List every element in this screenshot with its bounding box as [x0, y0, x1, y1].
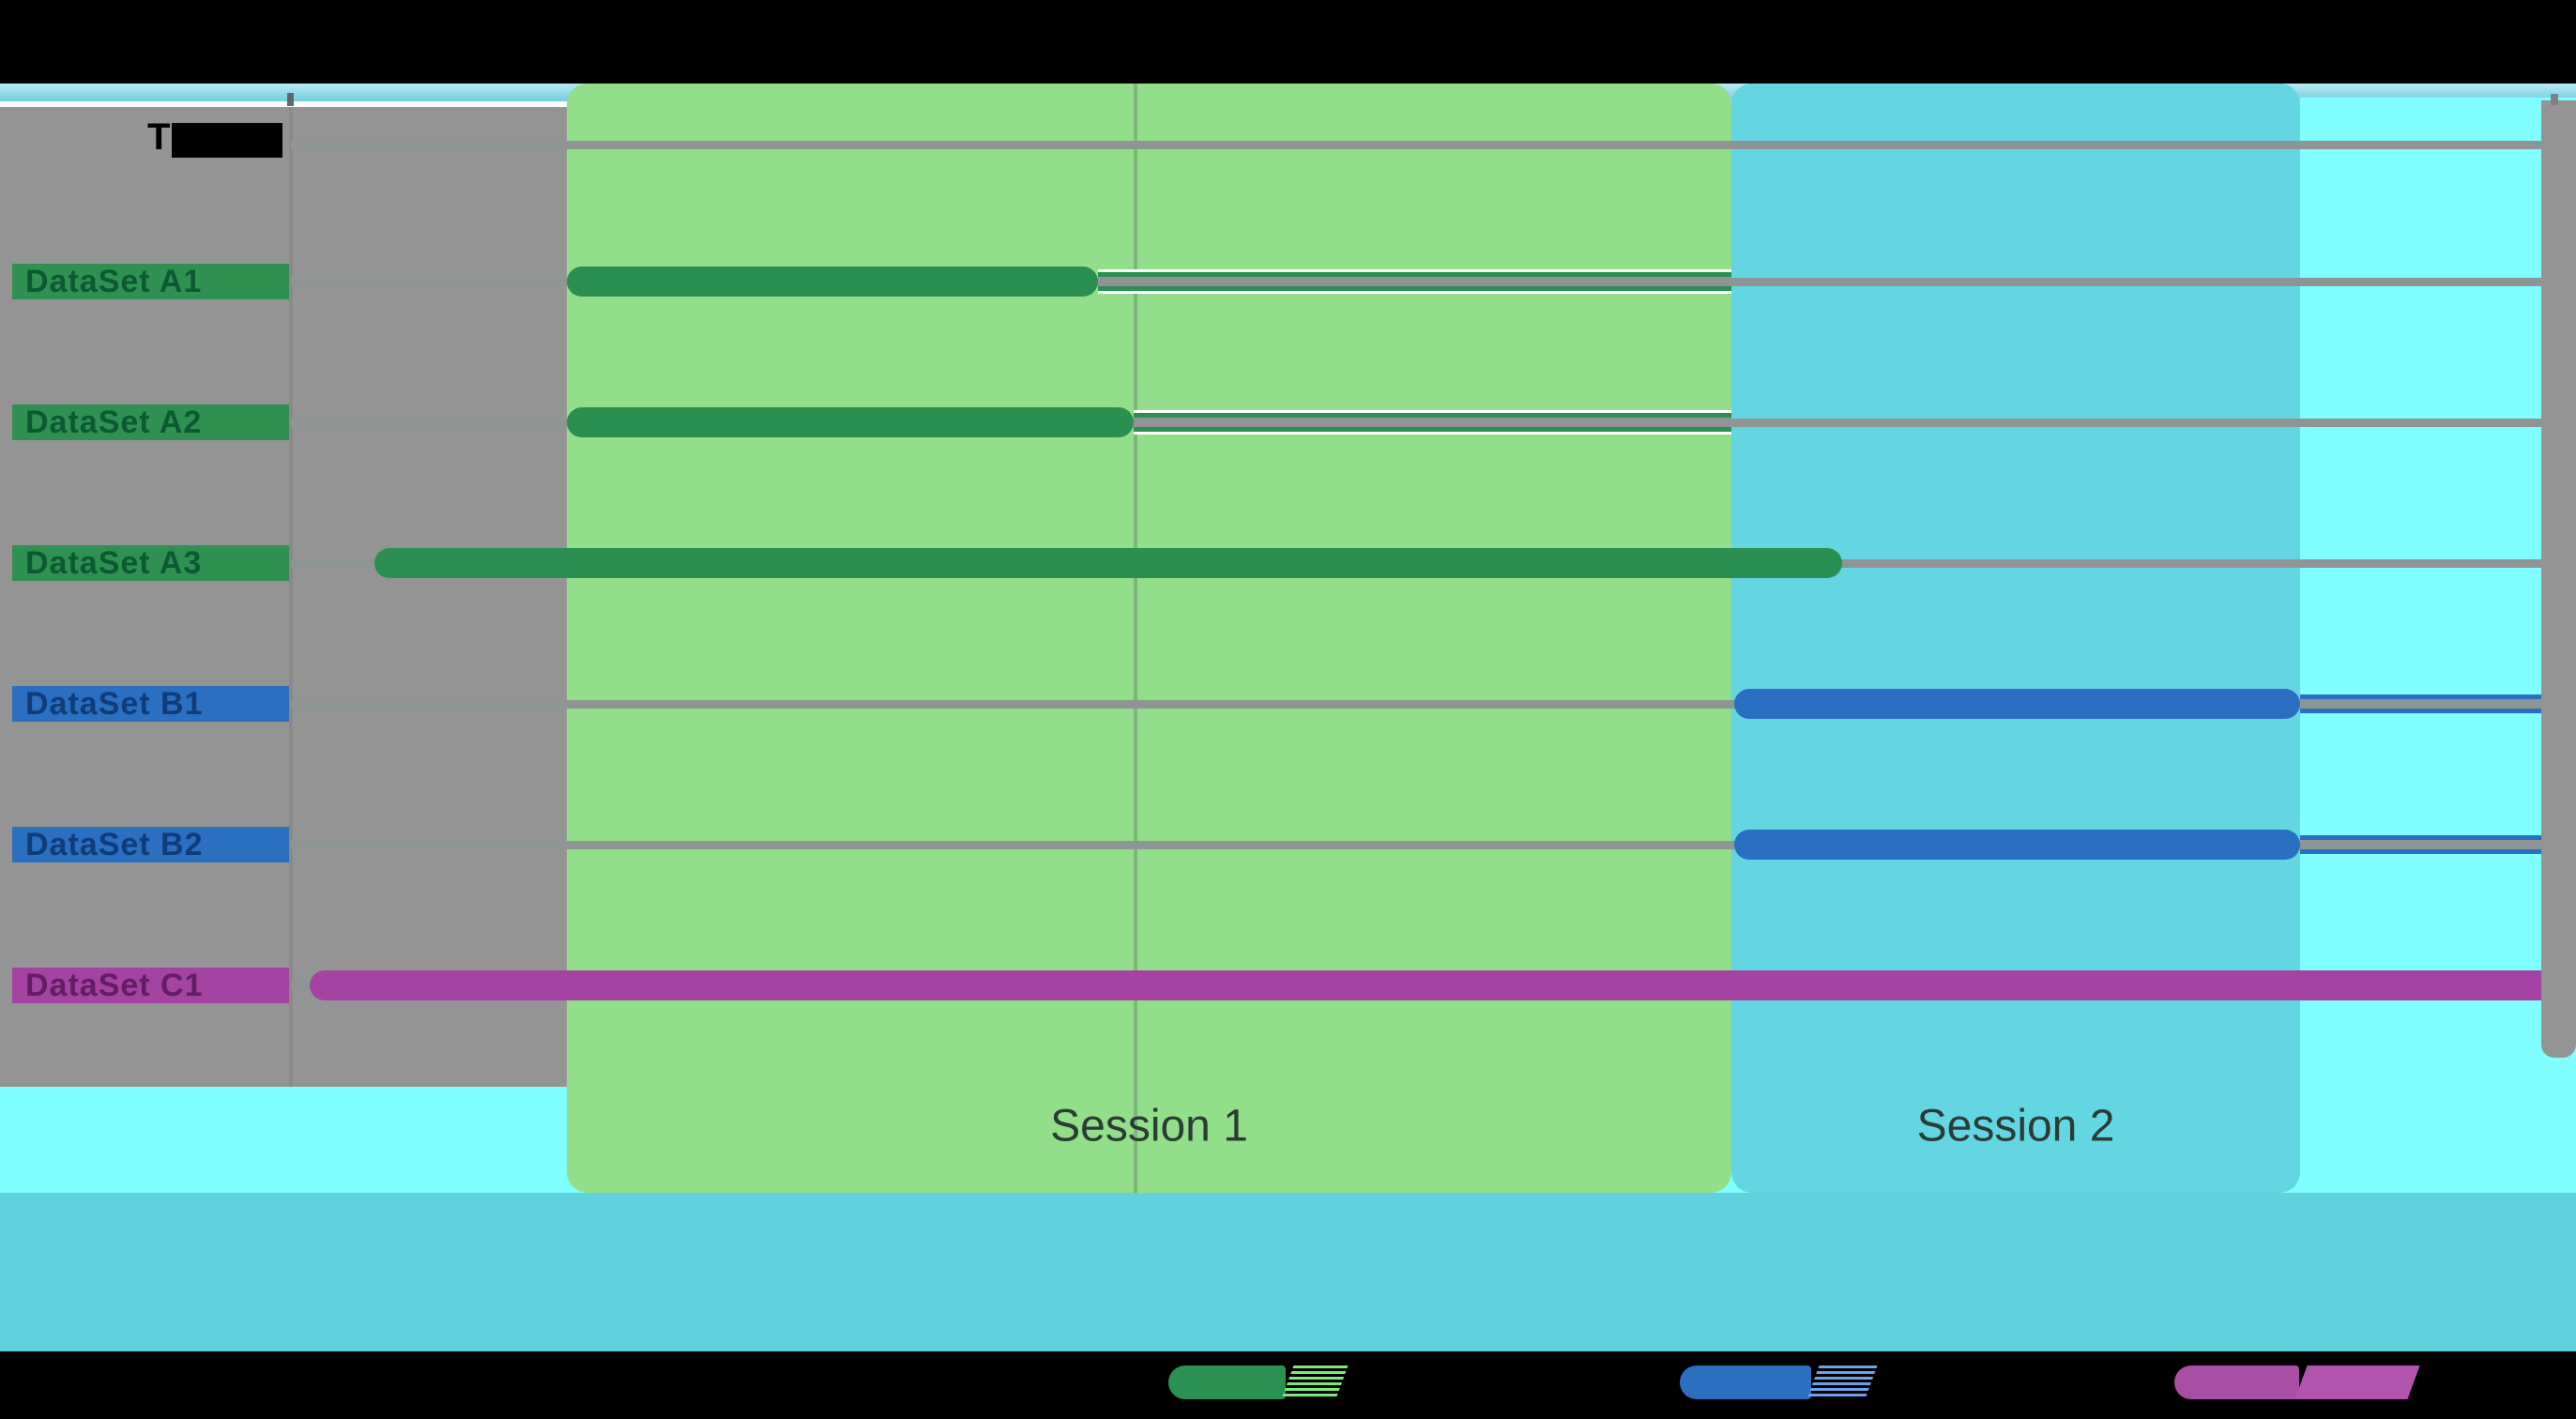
task-bar[interactable] [374, 548, 1842, 578]
legend-swatch[interactable] [2174, 1366, 2299, 1399]
legend-swatch[interactable] [1168, 1366, 1286, 1399]
scrollbar-notch-icon [2551, 94, 2558, 105]
header-label-text: T [147, 116, 171, 158]
row-label: DataSet B1 [12, 686, 289, 722]
row-label: DataSet C1 [12, 968, 289, 1003]
header-label: T [147, 116, 283, 160]
session-band [2300, 98, 2576, 1193]
axis-line [289, 107, 293, 1087]
bar-tail-core [2300, 699, 2545, 709]
vertical-gridline [1134, 84, 1137, 1193]
task-bar[interactable] [567, 267, 1098, 297]
header-redaction [172, 123, 283, 158]
gridline [291, 141, 2573, 149]
legend-swatch-tail [1806, 1366, 1878, 1399]
vertical-scrollbar[interactable] [2541, 100, 2576, 1058]
bar-tail-core [1134, 418, 1731, 427]
gridline [291, 700, 2573, 709]
axis-tick [287, 93, 294, 106]
session-band [1731, 84, 2300, 1193]
bar-tail-core [2300, 840, 2545, 849]
legend-swatch-tail [2294, 1366, 2420, 1399]
task-bar[interactable] [1734, 830, 2300, 860]
bar-tail-core [1098, 277, 1731, 286]
legend-swatch-tail [1281, 1366, 1349, 1399]
legend-swatch[interactable] [1680, 1366, 1811, 1399]
session-label: Session 2 [1916, 1101, 2115, 1152]
row-label: DataSet A2 [12, 404, 289, 440]
footer-band [0, 1193, 2576, 1351]
session-label: Session 1 [1050, 1101, 1248, 1152]
gridline [291, 841, 2573, 849]
task-bar[interactable] [310, 970, 2576, 1000]
session-band [567, 84, 1731, 1193]
row-label: DataSet B2 [12, 827, 289, 862]
task-bar[interactable] [1734, 689, 2300, 719]
task-bar[interactable] [567, 407, 1134, 437]
row-label: DataSet A1 [12, 264, 289, 299]
row-label: DataSet A3 [12, 545, 289, 581]
